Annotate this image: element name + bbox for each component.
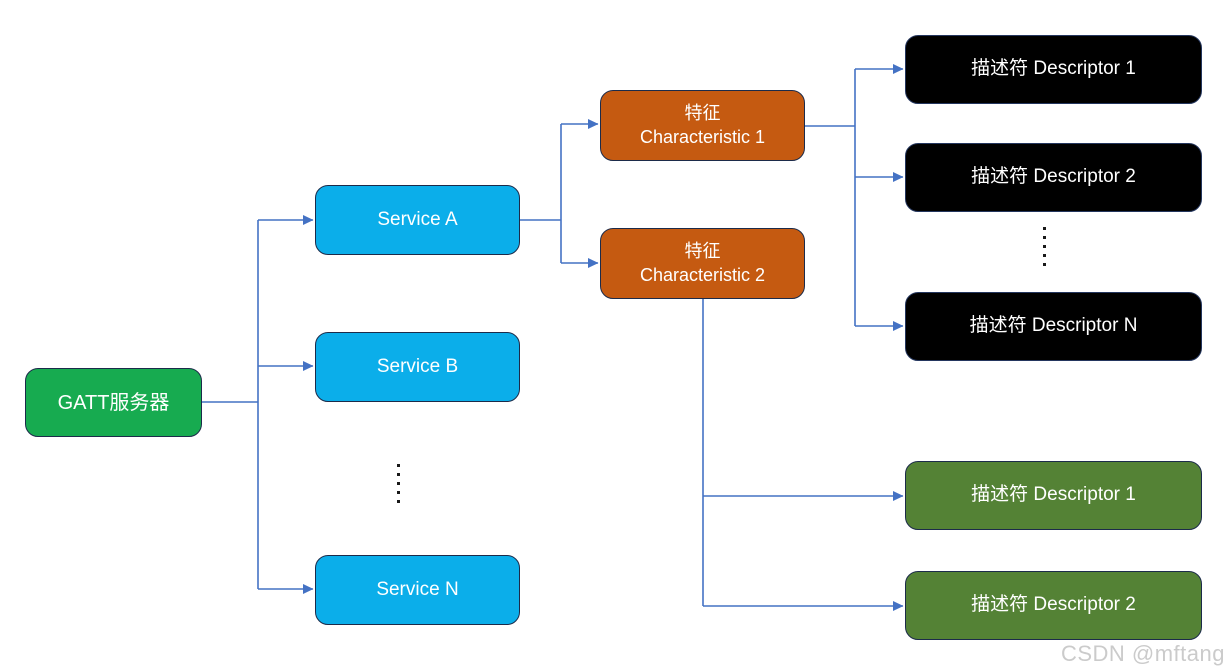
node-characteristic-1-line2: Characteristic 1 [639,126,766,147]
node-service-a-label: Service A [377,208,458,230]
node-char2-descriptor-1-label: 描述符 Descriptor 1 [971,484,1136,506]
node-char1-descriptor-1-label: 描述符 Descriptor 1 [971,58,1136,80]
node-service-a: Service A [315,185,520,255]
watermark: CSDN @mftang [1060,641,1225,666]
node-char1-descriptor-2: 描述符 Descriptor 2 [905,143,1202,212]
node-characteristic-2: 特征 Characteristic 2 [600,228,805,299]
node-characteristic-1: 特征 Characteristic 1 [600,90,805,161]
node-characteristic-1-line1: 特征 [684,103,721,124]
vertical-ellipsis-icon [1043,227,1047,266]
node-char1-descriptor-1: 描述符 Descriptor 1 [905,35,1202,104]
node-char1-descriptor-n: 描述符 Descriptor N [905,292,1202,361]
node-gatt-server-label: GATT服务器 [57,391,170,414]
node-char2-descriptor-1: 描述符 Descriptor 1 [905,461,1202,530]
node-service-n-label: Service N [376,578,459,600]
node-char1-descriptor-n-label: 描述符 Descriptor N [969,315,1138,337]
node-char2-descriptor-2-label: 描述符 Descriptor 2 [971,594,1136,616]
node-characteristic-2-line2: Characteristic 2 [639,264,766,285]
node-gatt-server: GATT服务器 [25,368,202,437]
node-service-b-label: Service B [376,355,459,377]
node-char1-descriptor-2-label: 描述符 Descriptor 2 [971,166,1136,188]
node-service-b: Service B [315,332,520,402]
vertical-ellipsis-icon [397,464,401,503]
node-char2-descriptor-2: 描述符 Descriptor 2 [905,571,1202,640]
node-service-n: Service N [315,555,520,625]
node-characteristic-2-line1: 特征 [684,241,721,262]
